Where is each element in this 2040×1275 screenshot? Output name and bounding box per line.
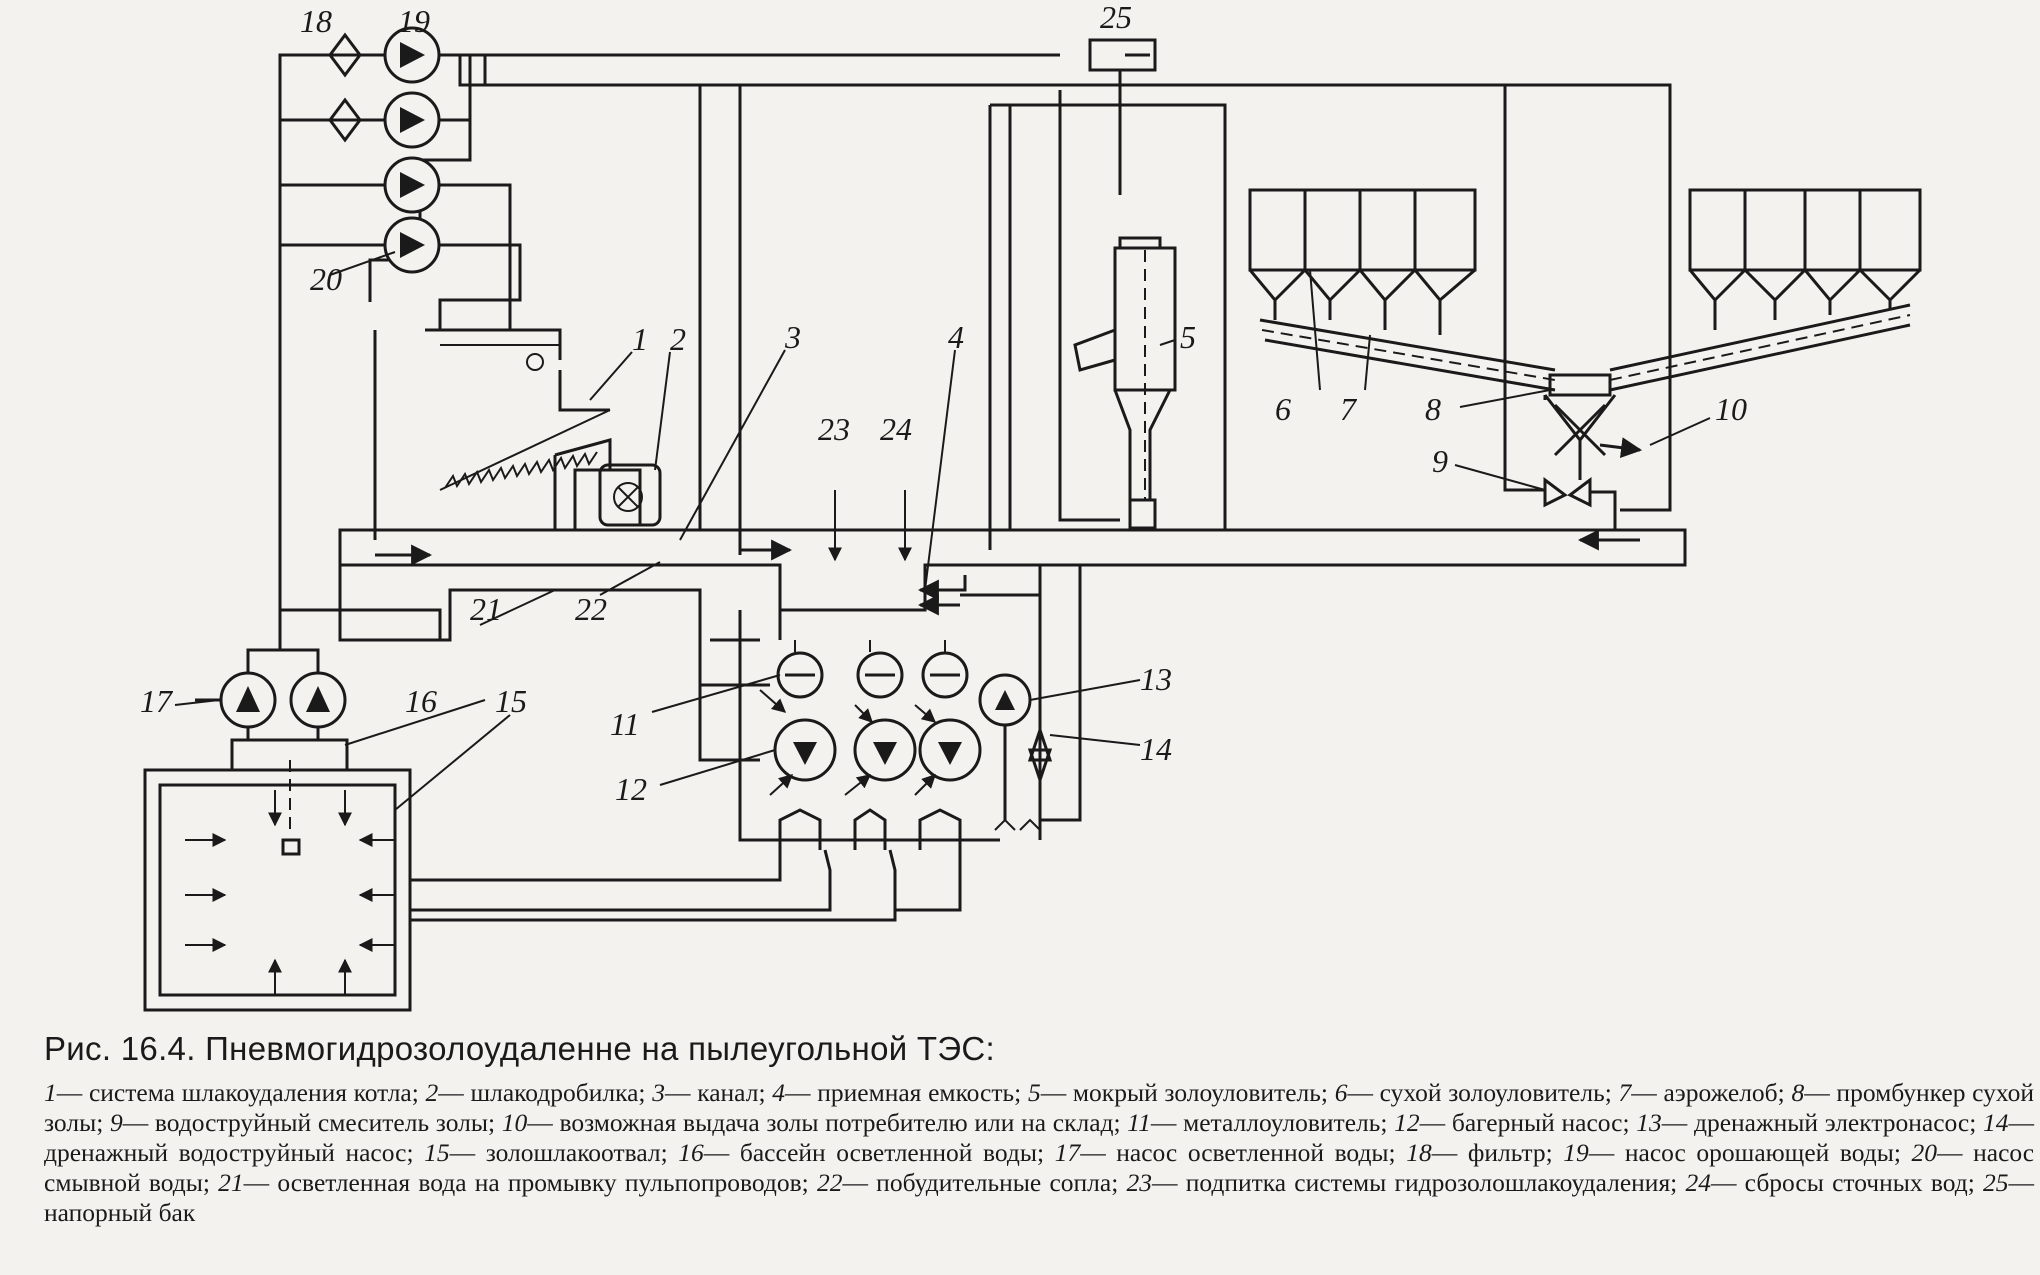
label-25: 25 <box>1100 0 1132 35</box>
legend-text: — багерный насос; <box>1419 1108 1630 1137</box>
callout-labels: 18 19 20 25 1 2 3 4 5 6 7 8 9 10 23 24 2… <box>140 0 1747 807</box>
legend-number: 3 <box>652 1078 665 1107</box>
label-5: 5 <box>1180 319 1196 355</box>
ash-channel <box>338 528 1687 612</box>
legend-text: — металлоуловитель; <box>1150 1108 1388 1137</box>
ash-slag-dump <box>143 738 412 1012</box>
label-8: 8 <box>1425 391 1441 427</box>
legend-number: 8 <box>1791 1078 1805 1107</box>
legend-text: — насос орошающей воды; <box>1588 1138 1901 1167</box>
legend-number: 13 <box>1636 1108 1662 1137</box>
dry-ash-bunker <box>1543 373 1643 530</box>
label-11: 11 <box>610 706 640 742</box>
legend-text: — мокрый золоуловитель; <box>1040 1078 1328 1107</box>
legend-text: — возможная выдача золы потребителю или … <box>527 1108 1121 1137</box>
label-6: 6 <box>1275 391 1291 427</box>
label-21: 21 <box>470 591 502 627</box>
label-14: 14 <box>1140 731 1172 767</box>
legend-text: — шлакодробилка; <box>438 1078 646 1107</box>
legend-text: — аэрожелоб; <box>1631 1078 1785 1107</box>
legend-number: 11 <box>1127 1108 1151 1137</box>
legend-number: 17 <box>1054 1138 1081 1167</box>
water-headers <box>278 53 1672 595</box>
makeup-discharge-arrows <box>828 490 912 562</box>
legend-number: 4 <box>772 1078 785 1107</box>
legend-text: — фильтр; <box>1431 1138 1553 1167</box>
legend-text: — сбросы сточных вод; <box>1710 1168 1975 1197</box>
label-22: 22 <box>575 591 607 627</box>
caption-title: Рис. 16.4. Пневмогидрозолоудаленне на пы… <box>44 1030 996 1067</box>
legend-number: 24 <box>1685 1168 1711 1197</box>
label-1: 1 <box>632 321 648 357</box>
legend-number: 1 <box>44 1078 57 1107</box>
legend-text: — канал; <box>665 1078 766 1107</box>
drainage-pumps <box>978 673 1053 831</box>
legend-text: — насос смывной воды; <box>44 1138 2035 1197</box>
legend-number: 14 <box>1983 1108 2009 1137</box>
label-3: 3 <box>784 319 801 355</box>
aeration-trough <box>1259 303 1911 392</box>
boiler-slag-system <box>373 328 662 540</box>
label-20: 20 <box>310 261 342 297</box>
bagger-pump-station <box>410 610 1000 922</box>
legend-text: — приемная емкость; <box>785 1078 1022 1107</box>
label-17: 17 <box>140 683 174 719</box>
label-10: 10 <box>1715 391 1747 427</box>
legend-number: 19 <box>1563 1138 1589 1167</box>
legend-number: 10 <box>501 1108 528 1137</box>
receiving-tank <box>338 565 1082 840</box>
label-4: 4 <box>948 319 964 355</box>
legend-text: — дренажный водоструйный насос; <box>44 1108 2035 1167</box>
clarified-water-pumps <box>195 595 442 740</box>
label-12: 12 <box>615 771 647 807</box>
label-18: 18 <box>300 3 332 39</box>
legend-text: — насос осветленной воды; <box>1080 1138 1396 1167</box>
legend-number: 7 <box>1618 1078 1632 1107</box>
legend-text: — осветленная вода на промывку пульпопро… <box>243 1168 809 1197</box>
label-13: 13 <box>1140 661 1172 697</box>
legend-text: — сухой золоуловитель; <box>1347 1078 1612 1107</box>
legend-number: 5 <box>1027 1078 1041 1107</box>
legend-text: — напорный бак <box>44 1168 2034 1227</box>
legend-number: 20 <box>1911 1138 1938 1167</box>
legend-text: — побудительные сопла; <box>842 1168 1119 1197</box>
legend-number: 23 <box>1126 1168 1153 1197</box>
legend-number: 21 <box>218 1168 244 1197</box>
legend-number: 9 <box>109 1108 123 1137</box>
legend-text: — дренажный электронасос; <box>1661 1108 1977 1137</box>
legend-text: — система шлакоудаления котла; <box>56 1078 419 1107</box>
leader-lines <box>174 251 1711 811</box>
legend-number: 15 <box>424 1138 450 1167</box>
wash-pumps <box>383 26 441 274</box>
legend-text: — золошлакоотвал; <box>449 1138 668 1167</box>
filter-icon <box>328 32 362 143</box>
wet-ash-collector <box>1073 236 1177 530</box>
legend-text: — промбункер сухой золы; <box>44 1078 2035 1137</box>
legend-number: 22 <box>816 1168 843 1197</box>
label-2: 2 <box>670 321 686 357</box>
legend-text: — водоструйный смеситель золы; <box>122 1108 496 1137</box>
legend-text: — подпитка системы гидрозолошлакоудалени… <box>1152 1168 1678 1197</box>
dry-ash-collectors <box>1248 188 1922 335</box>
pressure-tank <box>1058 38 1157 522</box>
label-19: 19 <box>398 3 430 39</box>
caption-legend: 1— система шлакоудаления котла; 2— шлако… <box>44 1078 2034 1228</box>
legend-number: 16 <box>678 1138 704 1167</box>
label-24: 24 <box>880 411 912 447</box>
label-23: 23 <box>818 411 850 447</box>
legend-text: — бассейн осветленной воды; <box>703 1138 1045 1167</box>
legend-number: 12 <box>1394 1108 1420 1137</box>
legend-number: 2 <box>425 1078 439 1107</box>
label-7: 7 <box>1340 391 1358 427</box>
legend-number: 6 <box>1334 1078 1348 1107</box>
legend-number: 18 <box>1406 1138 1432 1167</box>
figure-caption: Рис. 16.4. Пневмогидрозолоудаленне на пы… <box>44 1030 2034 1228</box>
label-15: 15 <box>495 683 527 719</box>
label-9: 9 <box>1432 443 1448 479</box>
legend-number: 25 <box>1983 1168 2009 1197</box>
label-16: 16 <box>405 683 437 719</box>
